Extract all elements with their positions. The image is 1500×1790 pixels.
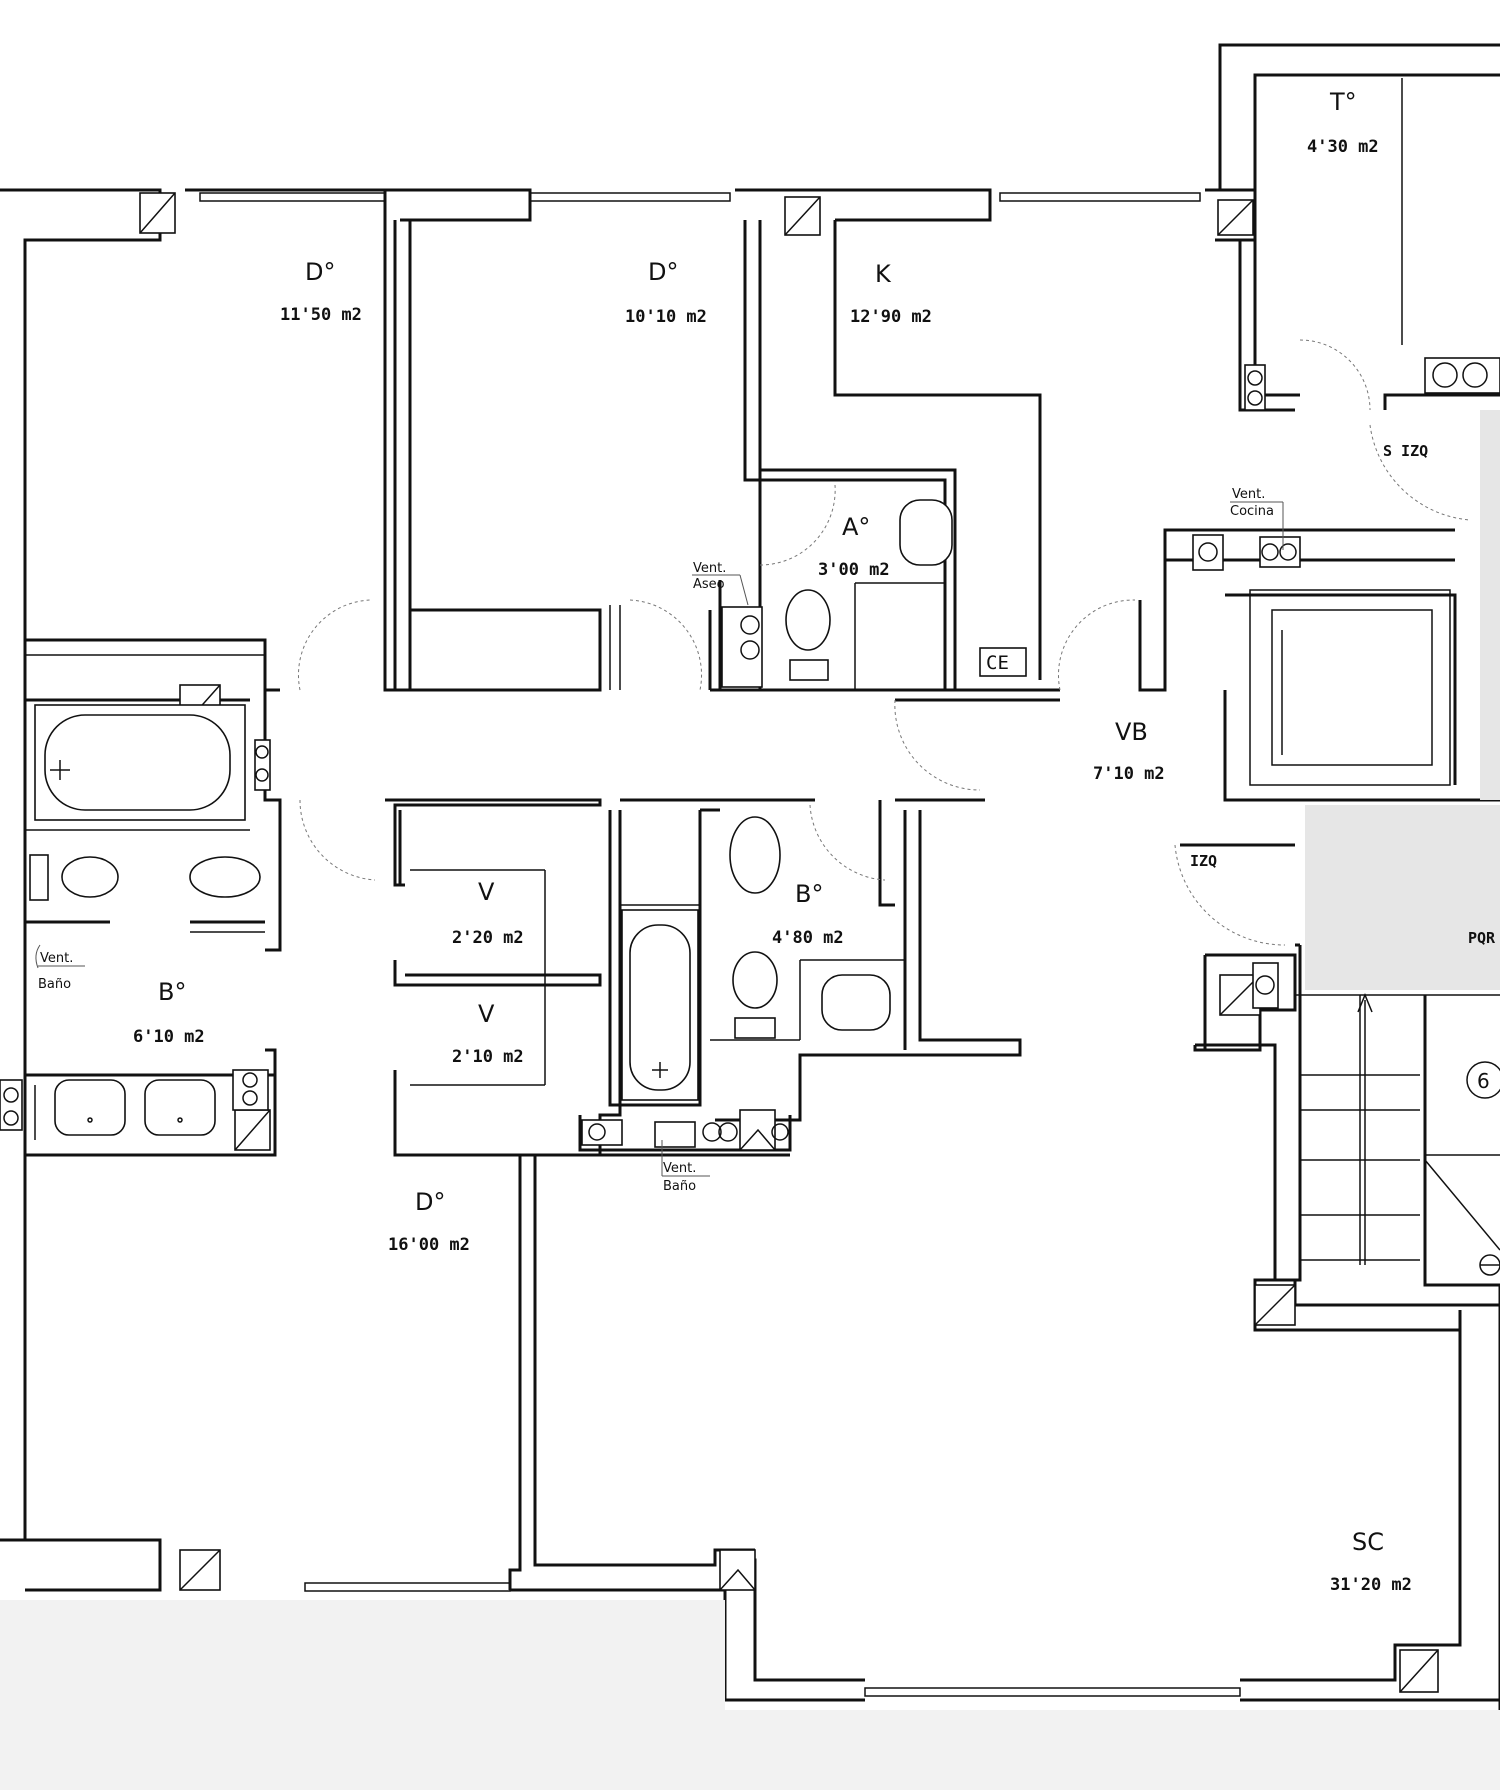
- toilet-icon: [29, 854, 119, 901]
- room-area-bath1: 6'10 m2: [133, 1027, 205, 1047]
- landing-hatch: [1305, 410, 1500, 990]
- room-name-closet2: V: [478, 1000, 495, 1028]
- room-name-terrace: T°: [1329, 88, 1357, 116]
- toilet-icon: [785, 589, 831, 681]
- vent-duct-icon: [1192, 534, 1224, 571]
- bathtub-icon: [621, 909, 699, 1101]
- bidet-icon: [729, 816, 781, 894]
- room-area-closet2: 2'10 m2: [452, 1047, 524, 1067]
- s-izq-label: S IZQ: [1383, 442, 1428, 460]
- room-name-aseo: A°: [842, 513, 870, 541]
- stove-icon: [1424, 357, 1500, 394]
- bidet-icon: [189, 856, 261, 898]
- balcony-hatch: [0, 1600, 1500, 1790]
- stair-number-label: 6: [1477, 1069, 1490, 1093]
- annotations: Vent. Aseo Vent. Cocina Vent. Baño Vent.…: [35, 442, 1496, 1194]
- stove-icon: [1259, 536, 1301, 568]
- vent-cocina-label-2: Cocina: [1230, 504, 1274, 519]
- room-area-closet1: 2'20 m2: [452, 928, 524, 948]
- vent-aseo-label-1: Vent.: [693, 561, 726, 576]
- room-area-vestibule: 7'10 m2: [1093, 764, 1165, 784]
- sink-icon: [899, 499, 953, 566]
- vent-cocina-label-1: Vent.: [1232, 487, 1265, 502]
- room-name-dorm2: D°: [648, 258, 678, 286]
- ce-label: CE: [986, 652, 1009, 674]
- interior-walls: [25, 220, 1500, 1590]
- pqr-label: PQR: [1468, 929, 1496, 947]
- room-labels: D° 11'50 m2 D° 10'10 m2 K 12'90 m2 T° 4'…: [133, 88, 1412, 1595]
- vent-duct-icon: [0, 1079, 23, 1131]
- shaft-icon: [1399, 1649, 1439, 1693]
- vent-bano-center-label-1: Vent.: [663, 1161, 696, 1176]
- shaft-icon: [179, 1549, 221, 1591]
- room-name-bath2: B°: [795, 880, 823, 908]
- stair: [1357, 993, 1500, 1276]
- room-area-dorm2: 10'10 m2: [625, 307, 707, 327]
- shaft-icon: [1254, 1284, 1296, 1326]
- vent-bano-left-label-2: Baño: [38, 977, 71, 992]
- room-name-kitchen: K: [875, 260, 892, 288]
- room-area-terrace: 4'30 m2: [1307, 137, 1379, 157]
- vent-bano-left-label-1: Vent.: [40, 951, 73, 966]
- bathtub-icon: [34, 704, 246, 821]
- vent-duct-icon: [1244, 364, 1266, 411]
- ce-box: [979, 647, 1027, 677]
- room-name-dorm3: D°: [415, 1188, 445, 1216]
- sink-icon: [821, 974, 891, 1031]
- fixtures: [0, 357, 1500, 1148]
- sink-icon: [54, 1079, 126, 1136]
- shaft-icon: [784, 196, 821, 236]
- shaft-icon: [1217, 199, 1254, 236]
- room-area-bath2: 4'80 m2: [772, 928, 844, 948]
- toilet-icon: [732, 951, 778, 1039]
- vent-duct-icon: [254, 739, 271, 791]
- door-swings: [297, 339, 1471, 946]
- shaft-icon: [234, 1109, 271, 1151]
- shaft-icon: [719, 1549, 756, 1591]
- room-name-closet1: V: [478, 878, 495, 906]
- vent-duct-icon: [721, 606, 763, 688]
- shaft-icon: [739, 1109, 776, 1151]
- izq-label: IZQ: [1190, 852, 1217, 870]
- room-area-aseo: 3'00 m2: [818, 560, 890, 580]
- room-area-kitchen: 12'90 m2: [850, 307, 932, 327]
- room-area-dorm1: 11'50 m2: [280, 305, 362, 325]
- room-name-dorm1: D°: [305, 258, 335, 286]
- shaft-icon: [139, 192, 176, 234]
- room-area-living: 31'20 m2: [1330, 1575, 1412, 1595]
- sink-icon: [144, 1079, 216, 1136]
- room-name-vestibule: VB: [1115, 718, 1148, 746]
- room-name-bath1: B°: [158, 978, 186, 1006]
- vent-aseo-label-2: Aseo: [693, 577, 725, 592]
- room-name-living: SC: [1352, 1528, 1384, 1556]
- vent-bano-center-label-2: Baño: [663, 1179, 696, 1194]
- room-area-dorm3: 16'00 m2: [388, 1235, 470, 1255]
- exterior-walls: [0, 43, 1500, 1790]
- vent-duct-icon: [1252, 962, 1279, 1009]
- vent-duct-icon: [232, 1069, 269, 1111]
